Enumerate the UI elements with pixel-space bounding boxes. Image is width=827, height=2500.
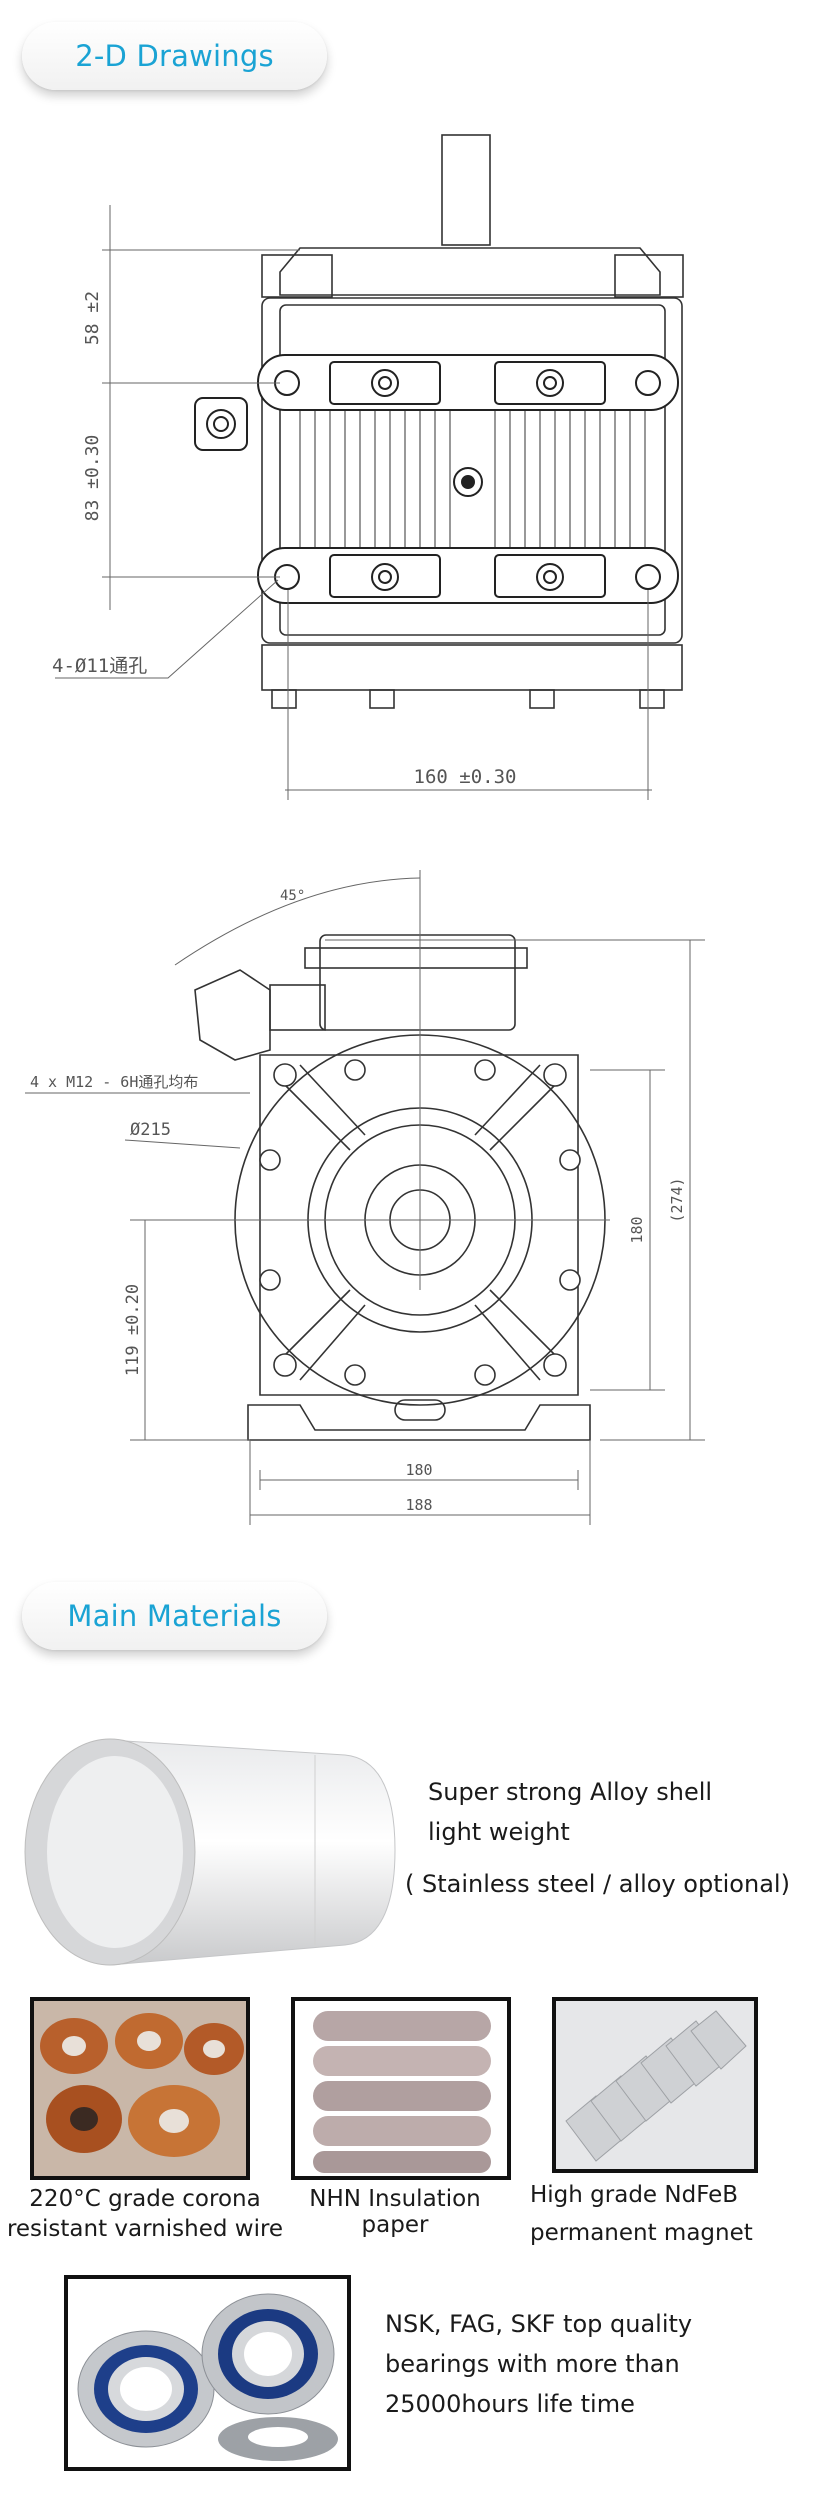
wire-image <box>30 1997 250 2180</box>
magnet-caption: High grade NdFeB permanent magnet <box>530 2180 780 2248</box>
shell-line-3: ( Stainless steel / alloy optional) <box>405 1870 790 1898</box>
bearing-image <box>64 2275 351 2471</box>
shell-line-1: Super strong Alloy shell <box>428 1778 713 1806</box>
section-title-materials: Main Materials <box>22 1582 327 1650</box>
dim-83: 83 ±0.30 <box>82 435 103 522</box>
shell-line-2: light weight <box>428 1818 570 1846</box>
dim-diameter: Ø215 <box>130 1120 171 1140</box>
wire-caption: 220°C grade corona resistant varnished w… <box>0 2184 290 2244</box>
dim-holes: 4-Ø11通孔 <box>52 655 147 677</box>
dim-119: 119 ±0.20 <box>123 1284 143 1376</box>
dim-188: 188 <box>405 1496 432 1514</box>
wire-line-2: resistant varnished wire <box>6 2216 284 2242</box>
paper-image <box>291 1997 511 2180</box>
drawing-top-view: 58 ±2 83 ±0.30 4-Ø11通孔 160 ±0.30 <box>52 134 684 800</box>
bearing-line-1: NSK, FAG, SKF top quality <box>385 2310 693 2338</box>
magnet-image <box>552 1997 758 2173</box>
dim-180-horizontal: 180 <box>405 1461 432 1479</box>
paper-line-1: NHN Insulation <box>309 2186 481 2212</box>
dim-274: (274) <box>668 1177 686 1222</box>
dim-thread: 4 x M12 - 6H通孔均布 <box>30 1073 198 1091</box>
bearing-line-2: bearings with more than <box>385 2350 680 2378</box>
section-title-drawings-text: 2-D Drawings <box>75 39 274 73</box>
bearing-line-3: 25000hours life time <box>385 2390 635 2418</box>
section-title-drawings: 2-D Drawings <box>22 22 327 90</box>
wire-line-1: 220°C grade corona <box>29 2186 261 2212</box>
alloy-shell-image <box>24 1738 396 1966</box>
paper-caption: NHN Insulation paper <box>270 2184 520 2240</box>
magnet-line-1: High grade NdFeB <box>530 2182 739 2208</box>
dim-160: 160 ±0.30 <box>414 766 517 788</box>
dim-180-vertical: 180 <box>628 1216 646 1243</box>
magnet-line-2: permanent magnet <box>530 2220 753 2246</box>
drawing-front-view: 45° 4 x M12 - 6H通孔均布 Ø215 119 ±0.20 180 … <box>25 870 705 1525</box>
section-title-materials-text: Main Materials <box>67 1599 282 1633</box>
dim-angle: 45° <box>280 888 305 904</box>
dim-58: 58 ±2 <box>82 291 103 345</box>
paper-line-2: paper <box>361 2212 429 2238</box>
